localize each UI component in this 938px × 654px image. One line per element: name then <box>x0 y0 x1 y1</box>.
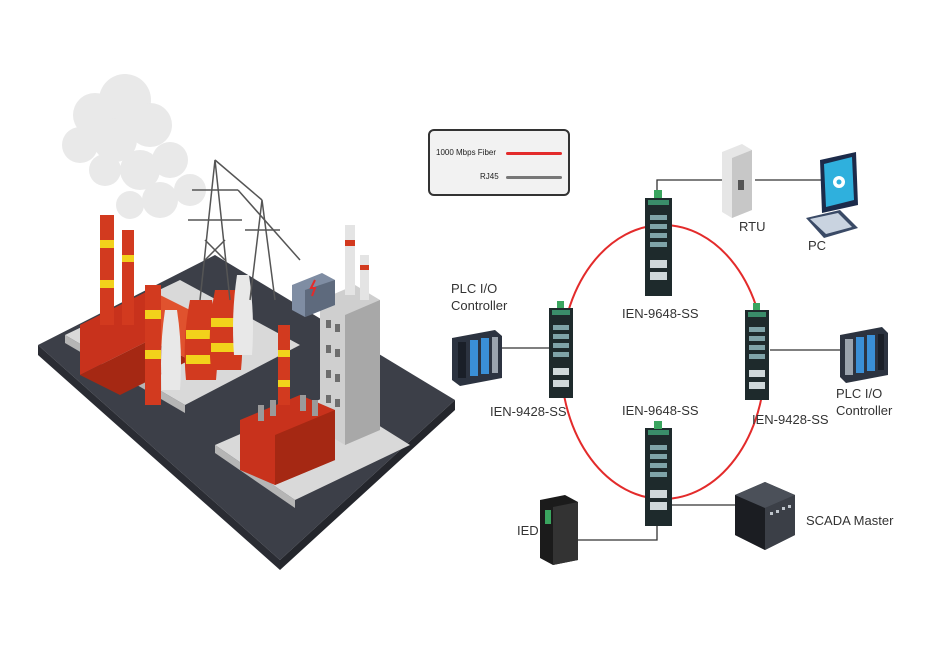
switch-top-icon <box>645 190 672 296</box>
network-diagram <box>452 144 888 565</box>
switch-right-icon <box>745 303 769 400</box>
plc-right-label-line2: Controller <box>836 403 893 418</box>
legend-box: 1000 Mbps Fiber RJ45 <box>428 129 570 196</box>
rtu-icon <box>722 144 752 218</box>
control-building <box>320 225 380 445</box>
substation-building <box>240 325 335 485</box>
legend-rj45-line <box>506 176 562 179</box>
legend-rj45-label: RJ45 <box>480 172 499 181</box>
ied-icon <box>540 495 578 565</box>
plc-right-icon <box>840 327 888 383</box>
pc-icon <box>806 152 858 238</box>
plc-left-label-line2: Controller <box>451 298 508 313</box>
transmission-tower <box>188 159 301 301</box>
pc-label: PC <box>808 238 827 253</box>
link-ied <box>575 525 658 541</box>
switch-bottom-label: IEN-9648-SS <box>622 403 699 418</box>
rtu-label: RTU <box>739 219 766 234</box>
scada-icon <box>735 482 795 550</box>
power-plant-illustration <box>38 74 455 570</box>
link-rtu-pc <box>755 179 824 190</box>
legend-fiber-line <box>506 152 562 155</box>
smokestacks-left <box>100 215 161 405</box>
switch-right-label: IEN-9428-SS <box>752 412 829 427</box>
plc-right-label-line1: PLC I/O <box>836 386 883 401</box>
cooling-towers <box>161 275 253 390</box>
legend-fiber-label: 1000 Mbps Fiber <box>436 148 497 157</box>
electrical-box <box>292 273 335 317</box>
ied-label: IED <box>517 523 539 538</box>
plc-left-label-line1: PLC I/O <box>451 281 498 296</box>
switch-top-label: IEN-9648-SS <box>622 306 699 321</box>
switch-bottom-icon <box>645 421 672 526</box>
scada-label: SCADA Master <box>806 513 894 528</box>
switch-left-icon <box>549 301 573 398</box>
smoke-clouds <box>62 74 206 219</box>
plc-left-icon <box>452 330 502 386</box>
switch-left-label: IEN-9428-SS <box>490 404 567 419</box>
